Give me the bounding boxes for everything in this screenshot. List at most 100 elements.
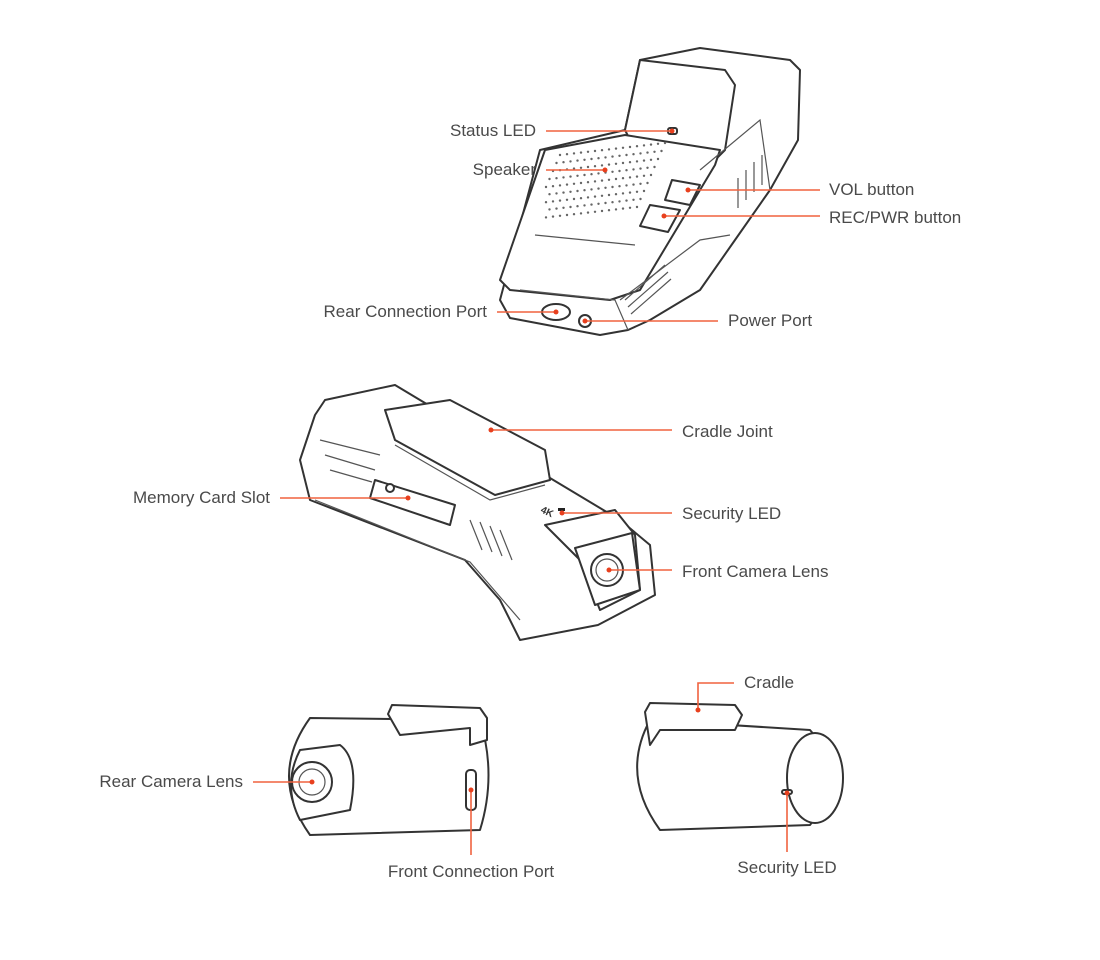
label-security-led: Security LED xyxy=(682,504,782,523)
grille-hole xyxy=(569,190,572,193)
grille-hole xyxy=(593,210,597,213)
speaker-grille xyxy=(544,141,667,219)
grille-hole xyxy=(607,209,611,212)
grille-hole xyxy=(572,213,576,216)
grille-hole xyxy=(586,211,590,214)
grille-hole xyxy=(551,200,555,203)
grille-hole xyxy=(562,176,565,179)
grille-hole xyxy=(590,157,593,161)
grille-hole xyxy=(625,199,628,202)
label-power-port: Power Port xyxy=(728,311,813,330)
grille-hole xyxy=(618,154,621,157)
grille-hole xyxy=(565,183,569,186)
grille-hole xyxy=(642,159,646,162)
label-rear-connection-port: Rear Connection Port xyxy=(323,302,487,321)
grille-hole xyxy=(544,185,548,189)
grille-hole xyxy=(555,192,558,195)
vol-button-shape xyxy=(664,179,701,206)
grille-hole xyxy=(558,184,562,187)
grille-hole xyxy=(635,190,639,193)
grille-hole xyxy=(600,209,604,213)
rear-camera-back-view xyxy=(636,702,844,831)
grille-hole xyxy=(551,185,555,188)
grille-hole xyxy=(649,143,653,146)
grille-hole xyxy=(618,169,621,173)
grille-hole xyxy=(576,174,579,177)
grille-hole xyxy=(642,144,646,147)
grille-hole xyxy=(604,186,607,189)
grille-hole xyxy=(614,147,618,150)
grille-hole xyxy=(646,151,649,154)
grille-hole xyxy=(646,181,649,185)
grille-hole xyxy=(593,180,597,183)
grille-hole xyxy=(628,145,632,149)
grille-hole xyxy=(628,176,632,179)
grille-hole xyxy=(618,185,621,188)
grille-hole xyxy=(625,184,628,187)
grille-hole xyxy=(586,150,590,153)
label-front-camera-lens: Front Camera Lens xyxy=(682,562,829,581)
grille-hole xyxy=(611,201,614,204)
grille-hole xyxy=(590,173,593,176)
grille-hole xyxy=(600,179,604,182)
grille-hole xyxy=(600,164,604,167)
grille-hole xyxy=(642,189,646,193)
grille-hole xyxy=(621,177,625,180)
grille-hole xyxy=(639,197,642,201)
grille-hole xyxy=(544,216,548,219)
main-unit-rear-view xyxy=(499,47,801,336)
label-memory-card-slot: Memory Card Slot xyxy=(133,488,270,507)
grille-hole xyxy=(639,152,642,155)
grille-hole xyxy=(597,172,600,175)
label-rec-pwr-button: REC/PWR button xyxy=(829,208,962,227)
grille-hole xyxy=(611,170,614,173)
grille-hole xyxy=(583,204,586,207)
grille-hole xyxy=(593,195,597,198)
grille-hole xyxy=(586,196,590,199)
grille-hole xyxy=(621,161,625,165)
grille-hole xyxy=(555,161,558,165)
grille-hole xyxy=(635,160,639,163)
grille-hole xyxy=(562,206,565,209)
grille-hole xyxy=(649,158,653,161)
grille-hole xyxy=(618,200,621,203)
grille-hole xyxy=(635,175,639,178)
label-speaker: Speaker xyxy=(472,160,536,179)
label-rear-camera-lens: Rear Camera Lens xyxy=(99,772,243,791)
grille-hole xyxy=(660,149,663,153)
grille-hole xyxy=(593,149,597,153)
grille-hole xyxy=(579,197,583,200)
grille-hole xyxy=(565,198,569,201)
grille-hole xyxy=(625,153,628,157)
grille-hole xyxy=(621,192,625,195)
grille-hole xyxy=(656,142,660,145)
grille-hole xyxy=(649,173,653,177)
grille-hole xyxy=(604,201,607,205)
grille-hole xyxy=(656,157,660,161)
grille-hole xyxy=(562,161,565,164)
grille-hole xyxy=(635,205,639,209)
rear-cradle-shape xyxy=(387,704,488,746)
grille-hole xyxy=(579,151,583,154)
grille-hole xyxy=(548,208,551,211)
label-cradle: Cradle xyxy=(744,673,795,692)
grille-hole xyxy=(607,178,611,181)
grille-hole xyxy=(663,141,667,145)
grille-hole xyxy=(551,215,555,218)
rec-pwr-button-shape xyxy=(639,204,681,233)
grille-hole xyxy=(555,207,558,210)
grille-hole xyxy=(607,148,611,151)
grille-hole xyxy=(607,193,611,197)
grille-hole xyxy=(569,205,572,209)
grille-hole xyxy=(600,149,604,152)
grille-hole xyxy=(614,193,618,196)
grille-hole xyxy=(583,158,586,161)
grille-hole xyxy=(576,189,579,193)
grille-hole xyxy=(646,166,649,169)
grille-hole xyxy=(548,193,551,196)
grille-hole xyxy=(632,153,635,156)
grille-hole xyxy=(614,208,618,211)
grille-hole xyxy=(632,198,635,201)
grille-hole xyxy=(590,203,593,206)
